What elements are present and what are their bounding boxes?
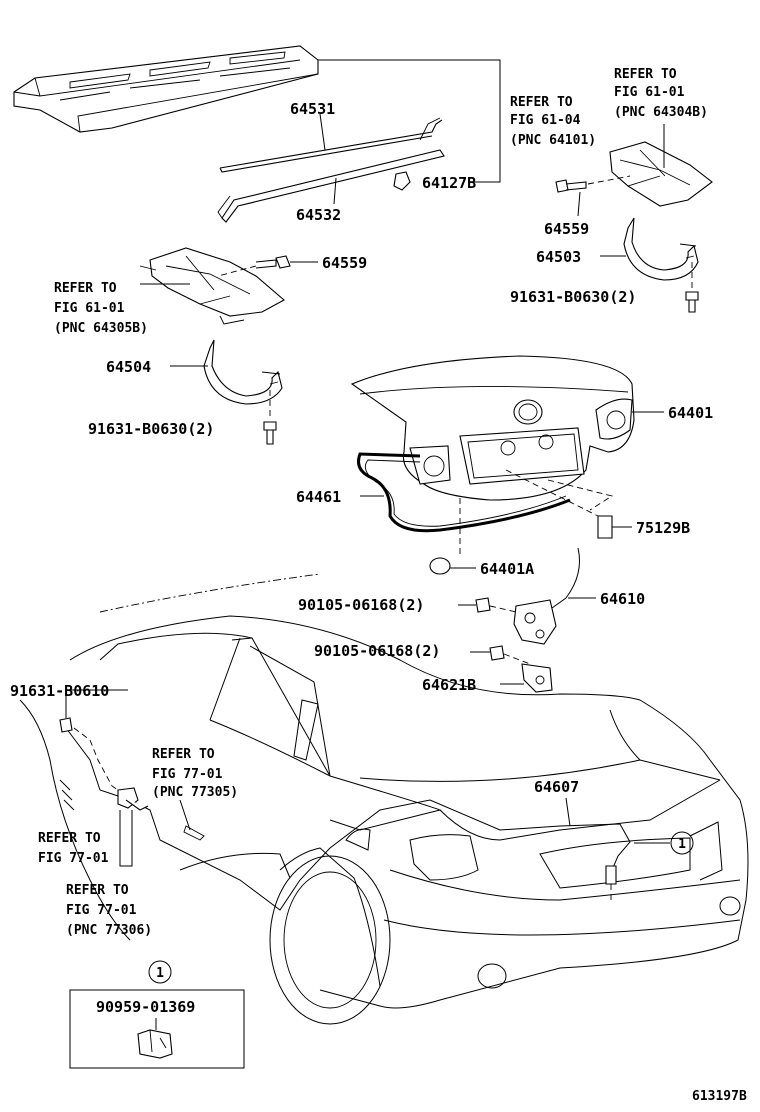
label-ref-6101l-2: FIG 61-01 — [54, 301, 125, 316]
stop-64401a[interactable] — [429, 557, 451, 575]
label-bolt-right: 91631-B0630(2) — [510, 288, 636, 306]
label-91631-b0610: 91631-B0610 — [10, 682, 109, 700]
label-ref-7701c-1: REFER TO — [66, 883, 129, 898]
label-75129b: 75129B — [636, 519, 690, 537]
opener-lever[interactable] — [117, 787, 149, 811]
label-clip-part: 90959-01369 — [96, 998, 195, 1016]
leader-64532 — [333, 177, 337, 205]
lock-64610[interactable] — [513, 599, 557, 645]
callout-1-box-text: 1 — [156, 966, 164, 981]
bolt-90105-a[interactable] — [475, 597, 491, 613]
lid-light-right — [595, 398, 633, 440]
license-plate-recess — [459, 427, 585, 485]
label-64504: 64504 — [106, 358, 151, 376]
clip-64127b[interactable] — [393, 171, 411, 191]
label-ref-6101l-1: REFER TO — [54, 281, 117, 296]
label-64461: 64461 — [296, 488, 341, 506]
bolt-91631-right[interactable] — [685, 291, 699, 313]
label-ref-6101r-2: FIG 61-01 — [614, 85, 685, 100]
bolt-dash-left — [217, 265, 257, 277]
label-ref-6101r-1: REFER TO — [614, 67, 677, 82]
leader-64559-right — [577, 191, 581, 217]
emblem-circle — [513, 399, 543, 425]
trunk-lid-64401[interactable] — [350, 355, 635, 501]
label-64532: 64532 — [296, 206, 341, 224]
leader-91631-b0610 — [65, 689, 128, 718]
label-ref-6104-2: FIG 61-04 — [510, 113, 581, 128]
dash-cable-routing — [73, 727, 131, 799]
label-90105-b: 90105-06168(2) — [314, 642, 440, 660]
label-64607: 64607 — [534, 778, 579, 796]
dash-75129b-b — [505, 469, 599, 517]
label-64503: 64503 — [536, 248, 581, 266]
label-90105-a: 90105-06168(2) — [298, 596, 424, 614]
label-64559-right: 64559 — [544, 220, 589, 238]
dash-90105-b — [503, 653, 531, 665]
hinge-arm-64503[interactable] — [623, 217, 699, 281]
label-64559-left: 64559 — [322, 254, 367, 272]
callout-1-marker: 1 — [670, 831, 694, 855]
label-ref-7701a-3: (PNC 77305) — [152, 785, 238, 800]
car-body — [19, 573, 749, 1025]
bolt-91631-b0610-part[interactable] — [59, 717, 73, 733]
bracket-7701 — [119, 810, 133, 867]
bolt-90105-b[interactable] — [489, 645, 505, 661]
leader-64607 — [565, 797, 571, 827]
leader-7701a — [179, 799, 191, 831]
torsion-bar-64531[interactable] — [219, 117, 443, 173]
opener-cable-64607[interactable] — [59, 719, 631, 911]
bolt-64559-left[interactable] — [255, 255, 291, 269]
label-ref-7701b-1: REFER TO — [38, 831, 101, 846]
clip-box[interactable]: 90959-01369 — [69, 989, 245, 1069]
striker-64621b[interactable] — [521, 663, 553, 693]
label-ref-6101r-3: (PNC 64304B) — [614, 105, 708, 120]
hinge-left-body[interactable] — [139, 247, 285, 325]
package-tray-panel[interactable] — [13, 45, 319, 133]
label-64610: 64610 — [600, 590, 645, 608]
callout-1-text: 1 — [678, 837, 686, 852]
hinge-right-body[interactable] — [609, 141, 713, 207]
clip-icon — [137, 1029, 173, 1059]
weatherstrip-64461[interactable] — [357, 452, 571, 533]
bolt-91631-left[interactable] — [263, 421, 277, 445]
lock-cable — [551, 547, 580, 609]
cable-end-latch[interactable] — [605, 865, 617, 904]
plate-75129b[interactable] — [597, 515, 613, 539]
label-64127b: 64127B — [422, 174, 476, 192]
bolt-64559-right[interactable] — [555, 179, 587, 193]
tray-bracket-line — [318, 59, 501, 183]
dash-90105-a — [489, 605, 517, 613]
diagram-id: 613197B — [692, 1089, 747, 1104]
label-bolt-left: 91631-B0630(2) — [88, 420, 214, 438]
label-64531: 64531 — [290, 100, 335, 118]
label-ref-7701a-2: FIG 77-01 — [152, 767, 223, 782]
label-ref-6101l-3: (PNC 64305B) — [54, 321, 148, 336]
label-64401: 64401 — [668, 404, 713, 422]
bolt-dash-right — [587, 175, 631, 185]
label-64401a: 64401A — [480, 560, 534, 578]
label-ref-6104-3: (PNC 64101) — [510, 133, 596, 148]
leader-64531 — [319, 113, 326, 151]
label-ref-7701c-3: (PNC 77306) — [66, 923, 152, 938]
dash-75129b-a — [547, 479, 614, 511]
label-ref-7701a-1: REFER TO — [152, 747, 215, 762]
hinge-arm-64504[interactable] — [203, 339, 283, 405]
label-64621b: 64621B — [422, 676, 476, 694]
label-ref-7701c-2: FIG 77-01 — [66, 903, 137, 918]
torsion-bar-64532[interactable] — [217, 149, 445, 223]
label-ref-6104-1: REFER TO — [510, 95, 573, 110]
label-ref-7701b-2: FIG 77-01 — [38, 851, 109, 866]
callout-1-box-marker: 1 — [148, 960, 172, 984]
